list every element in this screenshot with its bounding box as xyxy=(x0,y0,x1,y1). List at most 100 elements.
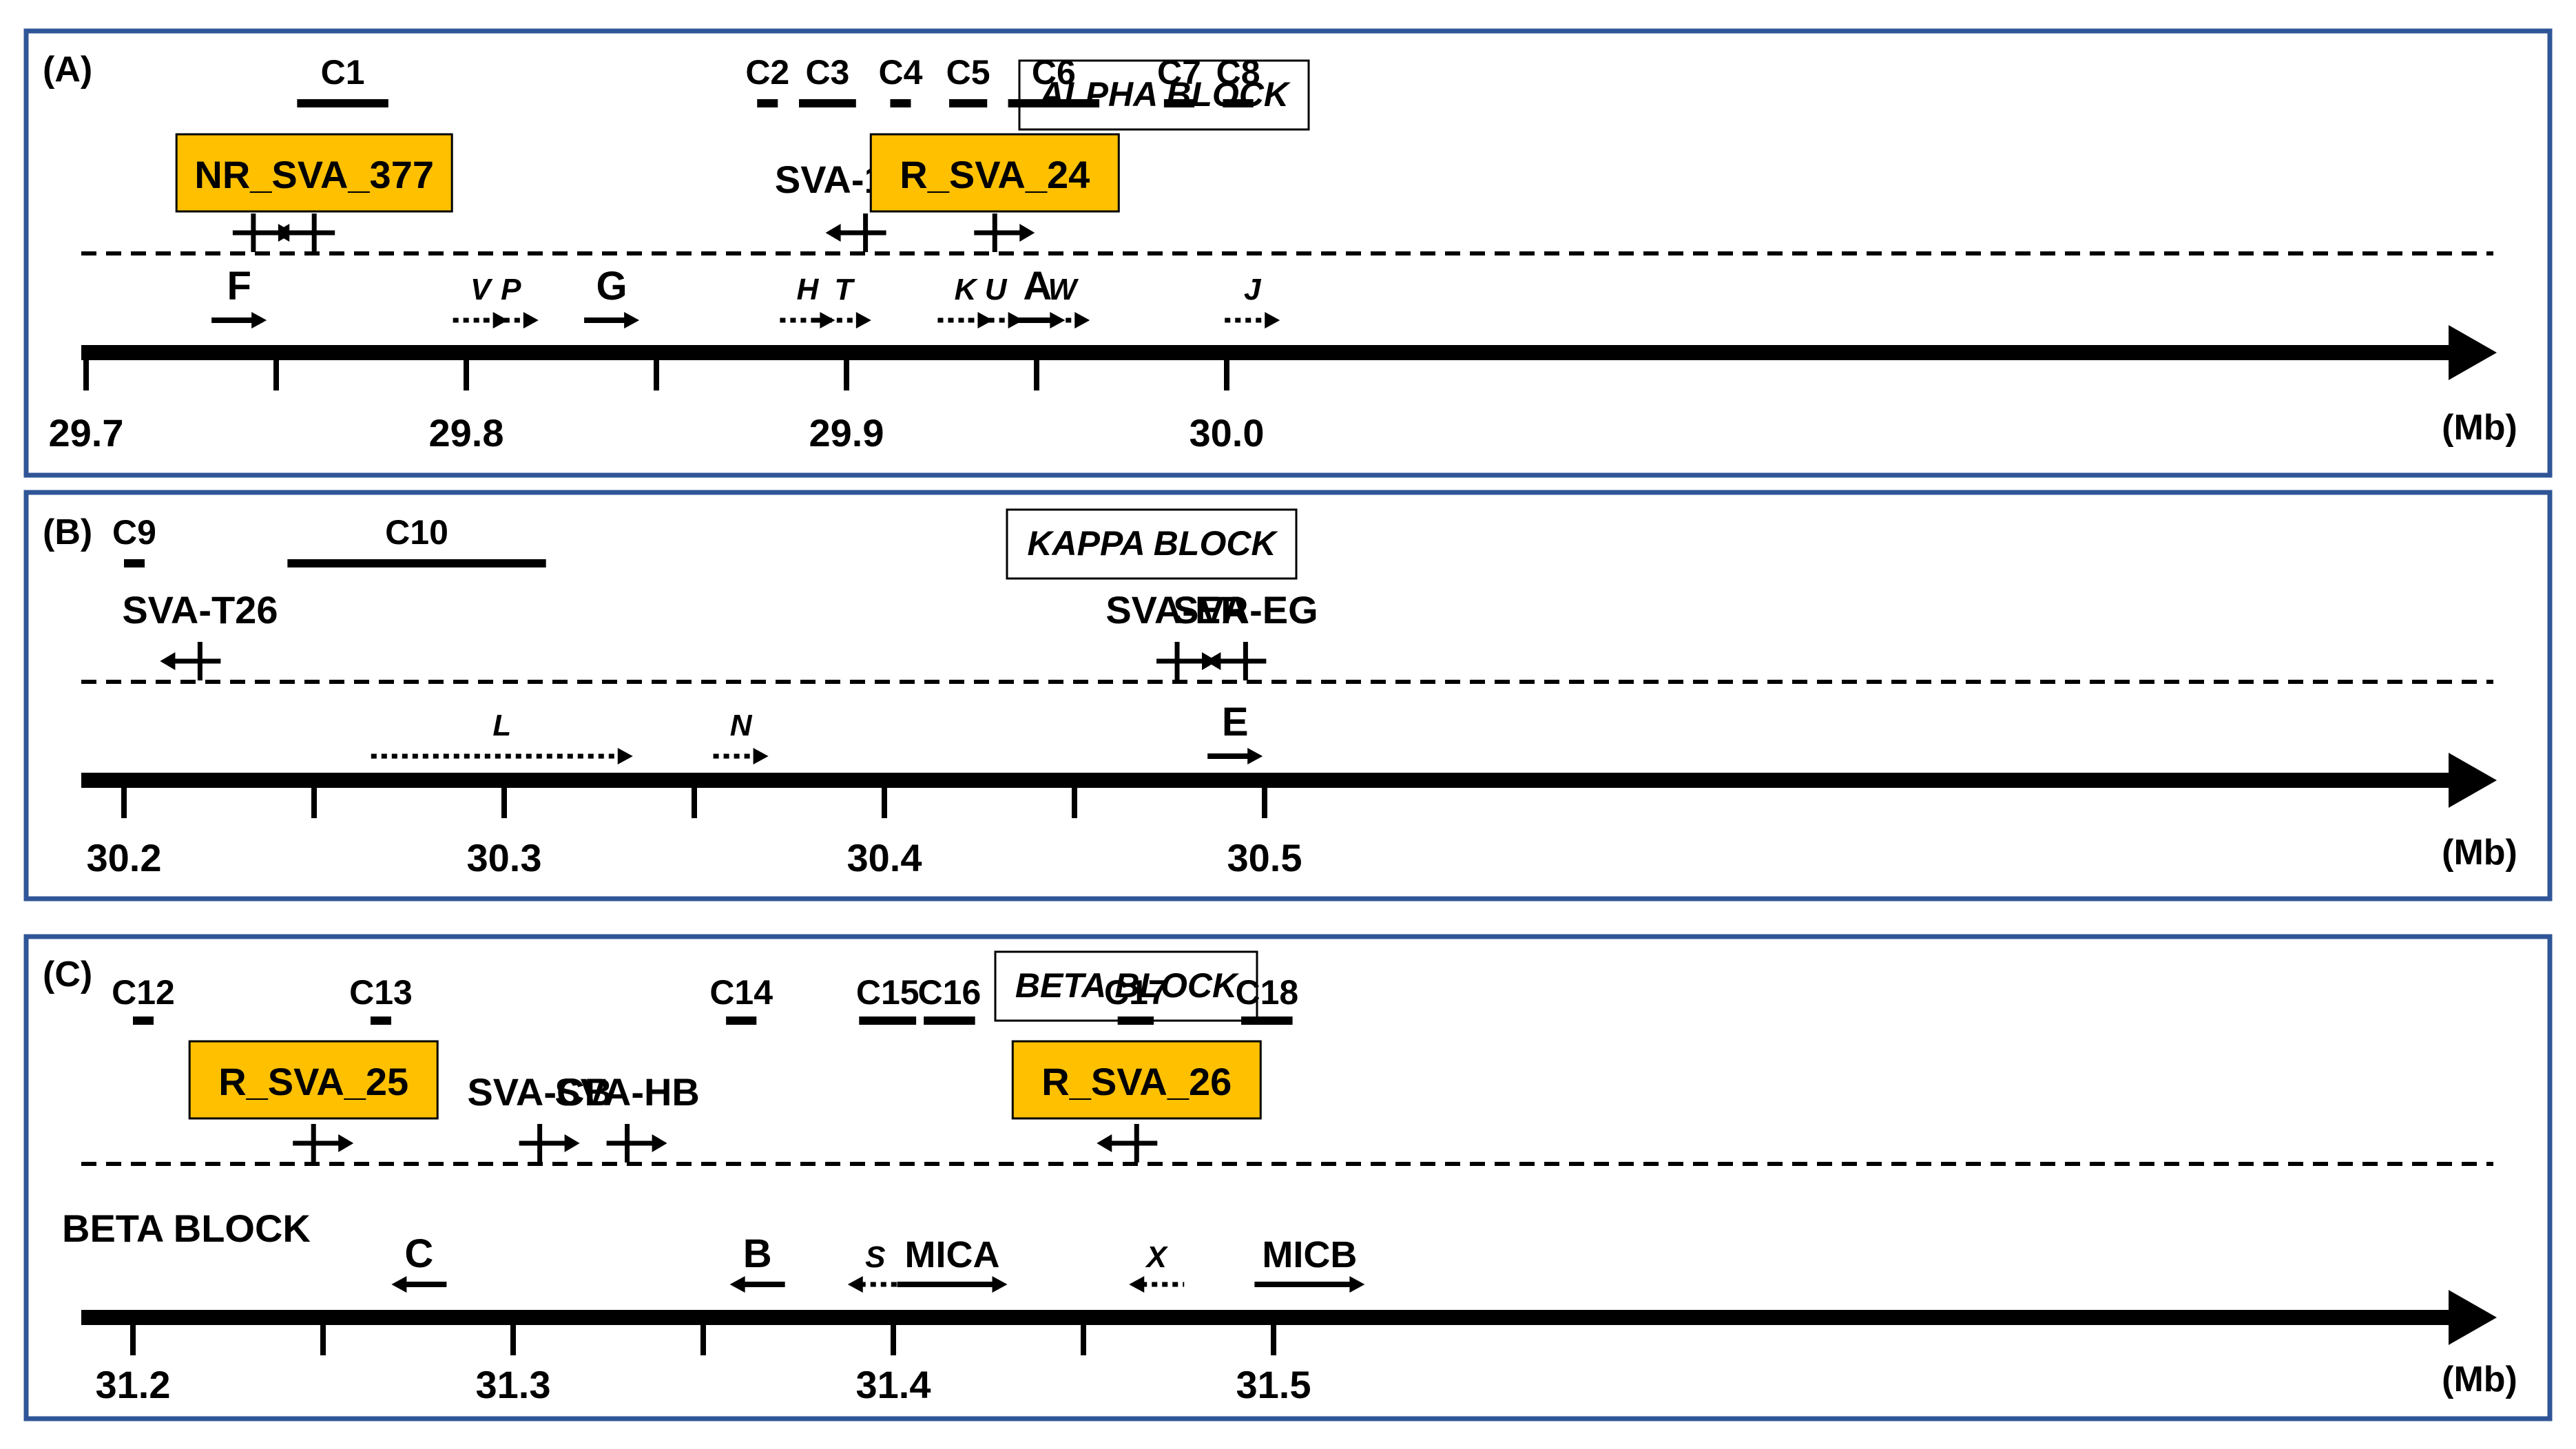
panel-frame-C xyxy=(23,934,2553,1421)
segment-label: C9 xyxy=(112,513,156,552)
highlight-box xyxy=(1011,1040,1262,1120)
highlight-box xyxy=(188,1040,439,1120)
gene-arrow xyxy=(1129,1276,1185,1293)
gene-arrow xyxy=(584,312,640,329)
panel-frame-A xyxy=(23,28,2553,478)
gene-label: W xyxy=(1048,273,1079,306)
insertion-marker xyxy=(825,213,886,252)
insertion-marker xyxy=(974,213,1035,252)
insertion-label: SVA-CB xyxy=(467,1070,612,1114)
gene-arrowhead xyxy=(251,312,267,329)
highlight-box xyxy=(869,133,1120,213)
block-title-B: KAPPA BLOCK xyxy=(1027,524,1278,563)
gene-label: A xyxy=(1023,264,1052,309)
gene-arrow xyxy=(391,1276,447,1293)
gene-arrow xyxy=(371,748,633,764)
gene-label: T xyxy=(834,273,855,306)
gene-arrowhead xyxy=(523,312,539,329)
segment-label: C15 xyxy=(856,973,920,1012)
insertion-arrowhead xyxy=(652,1134,667,1152)
panel-label-A: (A) xyxy=(43,50,92,90)
axis-tick-label: 30.3 xyxy=(467,836,542,879)
gene-arrow xyxy=(453,312,508,329)
axis-unit-label: (Mb) xyxy=(2442,408,2517,448)
gene-arrow xyxy=(816,312,871,329)
insertion-arrowhead xyxy=(1205,652,1221,670)
axis-unit-label: (Mb) xyxy=(2442,833,2517,873)
panel-label-B: (B) xyxy=(43,512,92,552)
gene-label: S xyxy=(865,1240,885,1274)
highlight-label: NR_SVA_377 xyxy=(194,153,434,196)
gene-label: X xyxy=(1145,1240,1169,1274)
insertion-arrowhead xyxy=(160,652,176,670)
axis-tick-label: 31.3 xyxy=(476,1363,551,1406)
gene-label: N xyxy=(730,709,753,742)
insertion-arrowhead xyxy=(564,1134,580,1152)
gene-arrow xyxy=(729,1276,785,1293)
gene-arrowhead xyxy=(1129,1276,1145,1293)
gene-label: F xyxy=(227,264,251,309)
gene-label: B xyxy=(743,1231,772,1276)
axis-tick-label: 29.8 xyxy=(429,411,504,455)
segment-label: C5 xyxy=(946,53,990,92)
insertion-label: SVA-EG xyxy=(1173,588,1318,632)
segment-label: C2 xyxy=(745,53,789,92)
insertion-arrowhead xyxy=(1097,1134,1112,1152)
segment-label: C6 xyxy=(1032,53,1076,92)
gene-label: G xyxy=(596,264,627,309)
segment-label: C8 xyxy=(1216,53,1260,92)
insertion-marker xyxy=(274,213,335,252)
segment-label: C13 xyxy=(349,973,413,1012)
gene-label: E xyxy=(1222,700,1249,744)
gene-arrowhead xyxy=(729,1276,745,1293)
gene-arrowhead xyxy=(617,748,633,764)
side-title-C: BETA BLOCK xyxy=(62,1207,311,1250)
segment-label: C4 xyxy=(879,53,923,92)
segment-label: C14 xyxy=(709,973,773,1012)
insertion-marker xyxy=(160,642,221,680)
insertion-marker xyxy=(519,1124,580,1163)
axis-tick-label: 31.2 xyxy=(96,1363,171,1406)
gene-arrowhead xyxy=(855,312,871,329)
gene-label: P xyxy=(501,273,521,306)
axis-arrowhead-A xyxy=(2449,325,2497,380)
insertion-arrowhead xyxy=(825,224,841,242)
gene-arrowhead xyxy=(847,1276,863,1293)
gene-arrowhead xyxy=(1349,1276,1365,1293)
axis-tick-label: 30.0 xyxy=(1190,411,1265,455)
gene-label: K xyxy=(955,273,979,306)
segment-label: C12 xyxy=(112,973,175,1012)
axis-tick-label: 30.4 xyxy=(847,836,922,879)
block-title-C: BETA BLOCK xyxy=(1015,966,1240,1005)
gene-arrowhead xyxy=(1247,748,1263,764)
segment-label: C3 xyxy=(805,53,849,92)
gene-label: U xyxy=(985,273,1008,306)
gene-arrow xyxy=(1035,312,1090,329)
gene-label: MICB xyxy=(1262,1234,1357,1275)
highlight-label: R_SVA_26 xyxy=(1041,1060,1232,1103)
panel-label-C: (C) xyxy=(43,955,92,994)
gene-arrow xyxy=(713,748,769,764)
segment-label: C1 xyxy=(321,53,365,92)
gene-arrow xyxy=(897,1276,1008,1293)
gene-arrow xyxy=(847,1276,903,1293)
gene-label: C xyxy=(404,1231,433,1276)
insertion-marker xyxy=(606,1124,667,1163)
panel-frame-B xyxy=(23,490,2553,901)
highlight-label: R_SVA_25 xyxy=(218,1060,408,1103)
gene-arrowhead xyxy=(992,1276,1008,1293)
gene-arrow xyxy=(1254,1276,1365,1293)
gene-arrowhead xyxy=(492,312,508,329)
gene-label: J xyxy=(1244,273,1262,306)
axis-arrowhead-B xyxy=(2449,753,2497,808)
gene-label: V xyxy=(470,273,493,306)
gene-arrowhead xyxy=(977,312,993,329)
segment-label: C7 xyxy=(1157,53,1201,92)
insertion-arrowhead xyxy=(1019,224,1035,242)
gene-arrow xyxy=(1225,312,1280,329)
gene-arrowhead xyxy=(1074,312,1090,329)
gene-arrowhead xyxy=(391,1276,407,1293)
segment-label: C16 xyxy=(918,973,981,1012)
gene-arrowhead xyxy=(1265,312,1280,329)
